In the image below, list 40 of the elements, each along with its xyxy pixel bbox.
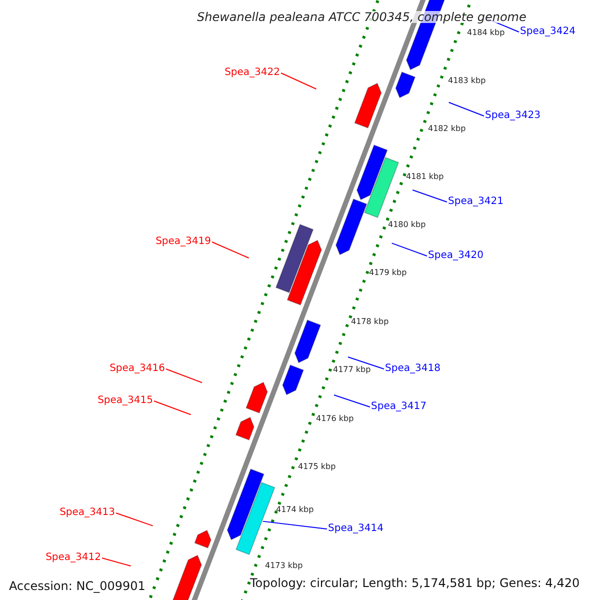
title: Shewanella pealeana ATCC 700345, complete genome — [197, 11, 526, 23]
gene-label: Spea_3412 — [46, 553, 101, 563]
gene-label: Spea_3418 — [385, 364, 440, 374]
scale-label: 4176 kbp — [316, 415, 354, 423]
leader-line — [348, 356, 384, 370]
gene-label: Spea_3424 — [520, 27, 576, 37]
scale-label: 4175 kbp — [298, 463, 336, 471]
genome-info-text: Topology: circular; Length: 5,174,581 bp; Genes: 4,420 — [250, 577, 580, 589]
leader-line — [116, 512, 154, 526]
scale-label: 4181 kbp — [406, 173, 444, 181]
gene-label: Spea_3420 — [428, 251, 484, 261]
leader-line — [280, 72, 317, 90]
gene-label: Spea_3414 — [328, 524, 384, 534]
scale-label: 4179 kbp — [369, 269, 407, 277]
scale-label: 4178 kbp — [351, 318, 389, 326]
gene-label: Spea_3415 — [98, 396, 153, 406]
leader-line — [262, 520, 328, 530]
gene-label: Spea_3423 — [485, 111, 540, 121]
scale-label: 4180 kbp — [388, 221, 426, 229]
leader-line — [412, 190, 448, 202]
gene-label: Spea_3419 — [156, 237, 211, 247]
leader-line — [334, 394, 370, 408]
gene-label: Spea_3421 — [448, 197, 504, 207]
scale-label: 4177 kbp — [333, 366, 371, 374]
leader-line — [448, 102, 484, 116]
leader-line — [102, 558, 132, 566]
scale-label: 4183 kbp — [448, 77, 486, 85]
gene-bar — [235, 482, 276, 556]
leader-line — [391, 242, 428, 256]
leader-line — [212, 242, 250, 258]
accession-text: Accession: NC_009901 — [9, 580, 146, 592]
leader-line — [166, 368, 202, 384]
gene-label: Spea_3422 — [224, 68, 280, 78]
scale-label: 4173 kbp — [265, 562, 303, 570]
gene-label: Spea_3416 — [110, 364, 165, 374]
gene-label: Spea_3413 — [60, 508, 115, 518]
leader-line — [154, 400, 192, 416]
scale-label: 4182 kbp — [428, 125, 466, 133]
gene-label: Spea_3417 — [371, 402, 426, 412]
scale-label: 4184 kbp — [467, 29, 505, 37]
